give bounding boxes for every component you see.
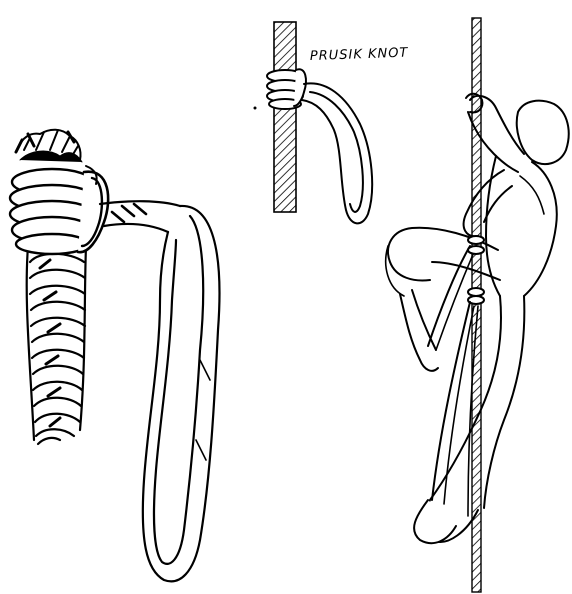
- small-knot-wraps: [267, 69, 306, 109]
- climber-prusik-lower: [468, 288, 484, 296]
- knot-label: PRUSIK KNOT: [310, 46, 409, 64]
- climber-torso: [524, 162, 557, 296]
- long-sling: [432, 302, 470, 500]
- climber-arm-lower: [464, 170, 504, 236]
- knot-wraps: [10, 166, 108, 254]
- large-knot-closeup: [10, 130, 219, 582]
- climbing-rope: [472, 18, 481, 592]
- small-rope: [274, 22, 296, 212]
- small-sling-loop: [302, 83, 372, 223]
- rope-frayed-top: [16, 130, 82, 162]
- climber-prusik-upper: [468, 236, 484, 244]
- small-knot-diagram: PRUSIK KNOT: [254, 22, 409, 223]
- ink-dot: [254, 107, 257, 110]
- rope-twisted-strands: [27, 246, 86, 444]
- climber-scene: [386, 18, 569, 592]
- climber-foot: [414, 500, 456, 543]
- sling-loop: [100, 201, 219, 581]
